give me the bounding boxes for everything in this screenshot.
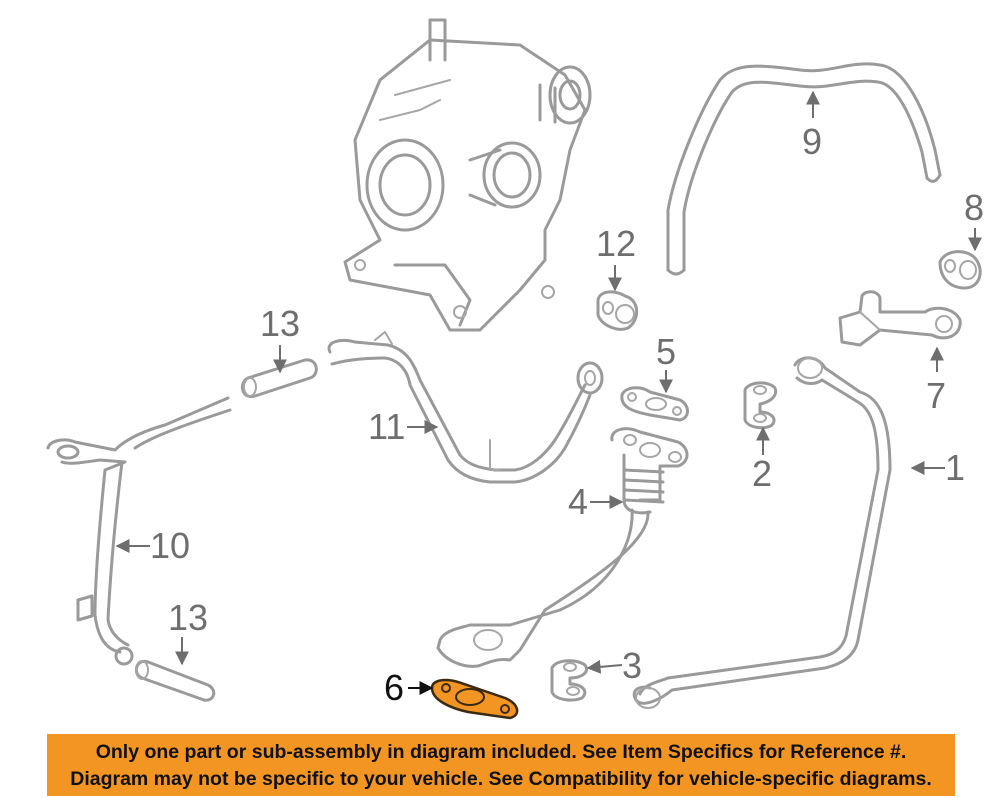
callout-4: 4 — [568, 481, 588, 522]
part-5-gasket — [620, 386, 689, 422]
turbocharger-illustration — [343, 18, 592, 332]
part-2-clip — [743, 381, 778, 430]
part-7-pipe — [838, 290, 962, 347]
part-9-hose — [666, 62, 942, 276]
part-11-pipe — [327, 331, 604, 484]
callout-labels: 1 2 3 4 5 6 7 8 9 10 11 12 13 13 — [150, 121, 984, 708]
callout-13-lower: 13 — [168, 597, 208, 638]
part-10-pipe — [46, 396, 232, 666]
disclaimer-line-1: Only one part or sub-assembly in diagram… — [95, 741, 907, 763]
callout-1: 1 — [945, 447, 965, 488]
callout-10: 10 — [150, 525, 190, 566]
part-8-fitting — [938, 250, 982, 290]
callout-6: 6 — [384, 667, 404, 708]
part-4-pipe — [436, 427, 689, 668]
callout-3: 3 — [622, 645, 642, 686]
parts-diagram: 1 2 3 4 5 6 7 8 9 10 11 12 13 13 — [46, 18, 984, 720]
part-3-clip — [550, 659, 588, 702]
part-13-hose-upper — [240, 358, 318, 399]
part-6-gasket — [430, 678, 519, 720]
disclaimer-banner: Only one part or sub-assembly in diagram… — [47, 734, 955, 796]
part-13-hose-lower — [134, 659, 216, 702]
callout-2: 2 — [752, 453, 772, 494]
callout-5: 5 — [656, 331, 676, 372]
part-1-pipe — [632, 356, 892, 709]
disclaimer-line-2: Diagram may not be specific to your vehi… — [70, 768, 932, 790]
part-12-fitting — [596, 290, 639, 331]
callout-11: 11 — [368, 406, 405, 447]
callout-9: 9 — [802, 121, 822, 162]
callout-8: 8 — [964, 187, 984, 228]
leader-lines — [115, 90, 982, 695]
callout-7: 7 — [926, 375, 946, 416]
callout-13-upper: 13 — [260, 303, 300, 344]
callout-12: 12 — [596, 223, 636, 264]
